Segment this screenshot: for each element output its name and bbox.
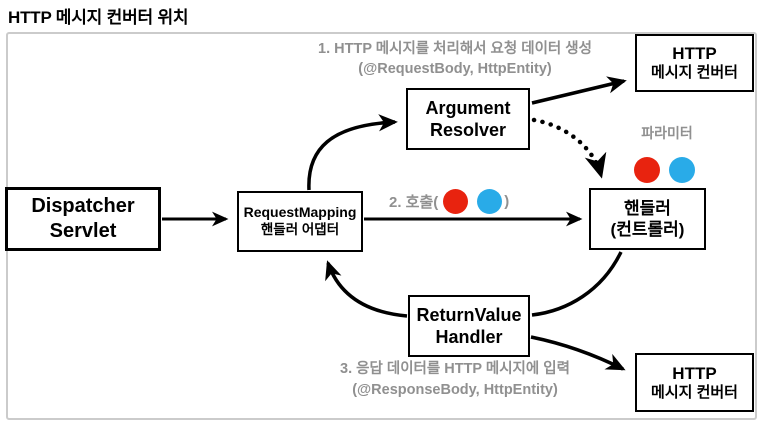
- dispatcher-servlet-box: Dispatcher Servlet: [5, 187, 161, 251]
- adapter-label-line2: 핸들러 어댑터: [260, 221, 340, 237]
- step1-annotation-line1: 1. HTTP 메시지를 처리해서 요청 데이터 생성: [318, 41, 592, 57]
- returnvalue-handler-box: ReturnValue Handler: [408, 295, 530, 357]
- adapter-label-line1: RequestMapping: [243, 204, 357, 221]
- page-title: HTTP 메시지 컨버터 위치: [8, 8, 189, 27]
- step3-annotation-line1: 3. 응답 데이터를 HTTP 메시지에 입력: [340, 361, 570, 377]
- dispatcher-servlet-label-line1: Dispatcher: [31, 195, 135, 217]
- step1-annotation-line2: (@RequestBody, HttpEntity): [358, 61, 552, 77]
- parameter-red-dot-icon: [634, 157, 660, 183]
- requestmapping-handler-adapter-box: RequestMapping 핸들러 어댑터: [237, 191, 363, 252]
- step2-call-suffix: ): [504, 193, 510, 210]
- dispatcher-servlet-label-line2: Servlet: [49, 220, 117, 242]
- returnvalue-label-line2: Handler: [435, 327, 503, 347]
- http-message-converter-top-box: HTTP 메시지 컨버터: [635, 34, 754, 92]
- http-converter-bottom-label-line1: HTTP: [672, 363, 717, 383]
- returnvalue-label-line1: ReturnValue: [416, 304, 522, 325]
- http-converter-top-label-line2: 메시지 컨버터: [651, 64, 738, 82]
- argument-resolver-label-line1: Argument: [425, 97, 511, 118]
- param-red-dot-icon: [443, 189, 469, 214]
- http-converter-bottom-label-line2: 메시지 컨버터: [651, 383, 738, 401]
- handler-label-line2: (컨트롤러): [610, 220, 685, 239]
- http-message-converter-bottom-box: HTTP 메시지 컨버터: [635, 353, 754, 412]
- http-converter-top-label-line1: HTTP: [672, 44, 717, 63]
- param-blue-dot-icon: [477, 189, 503, 214]
- step3-annotation: 3. 응답 데이터를 HTTP 메시지에 입력 (@ResponseBody, …: [288, 359, 622, 401]
- step1-annotation: 1. HTTP 메시지를 처리해서 요청 데이터 생성 (@RequestBod…: [288, 39, 622, 79]
- handler-controller-box: 핸들러 (컨트롤러): [589, 188, 706, 250]
- parameter-blue-dot-icon: [669, 157, 695, 183]
- step3-annotation-line2: (@ResponseBody, HttpEntity): [352, 382, 558, 398]
- argument-resolver-label-line2: Resolver: [429, 120, 507, 140]
- step2-call-prefix: 2. 호출(: [389, 194, 439, 211]
- handler-label-line1: 핸들러: [624, 198, 671, 218]
- parameter-label: 파라미터: [641, 125, 693, 141]
- argument-resolver-box: Argument Resolver: [406, 88, 530, 150]
- step2-call-annotation: 2. 호출( ): [389, 188, 509, 215]
